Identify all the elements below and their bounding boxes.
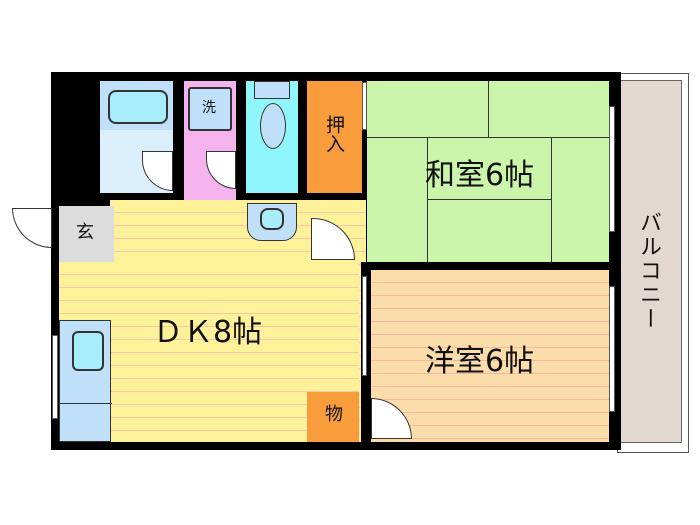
dk-label: ＤＫ8帖 bbox=[153, 315, 263, 350]
oshiire-closet: 押入 bbox=[307, 81, 362, 193]
tatami-line bbox=[367, 137, 609, 138]
entrance-door-icon bbox=[12, 208, 52, 248]
washer-room: 洗 bbox=[184, 81, 236, 200]
door-swing-icon bbox=[206, 151, 236, 189]
bath-room bbox=[100, 81, 173, 193]
washer-icon: 洗 bbox=[188, 87, 232, 131]
toilet-bowl-icon bbox=[260, 103, 286, 149]
genkan: 玄 bbox=[59, 206, 114, 262]
window bbox=[609, 106, 615, 232]
window bbox=[362, 82, 367, 130]
oshiire-label: 押入 bbox=[323, 115, 345, 153]
storage-closet: 物 bbox=[307, 392, 359, 442]
toilet-room bbox=[246, 81, 298, 193]
window bbox=[609, 286, 615, 412]
yoshitsu-label: 洋室6帖 bbox=[425, 344, 535, 379]
tatami-line bbox=[488, 81, 489, 137]
kitchen-counter bbox=[59, 320, 112, 442]
kitchen-sink-icon bbox=[72, 331, 104, 371]
window bbox=[52, 335, 58, 419]
bathtub-icon bbox=[108, 90, 168, 124]
genkan-label: 玄 bbox=[76, 222, 94, 243]
washitsu-room: 和室6帖 bbox=[367, 81, 609, 262]
tatami-line bbox=[551, 137, 552, 262]
washitsu-label: 和室6帖 bbox=[425, 158, 535, 193]
balcony: バルコニー bbox=[620, 80, 682, 443]
balcony-label: バルコニー bbox=[636, 211, 661, 331]
yoshitsu-room: 洋室6帖 bbox=[371, 270, 609, 442]
storage-label: 物 bbox=[325, 404, 343, 425]
washer-label: 洗 bbox=[202, 100, 216, 116]
sink-icon bbox=[247, 203, 297, 241]
sink-basin-icon bbox=[260, 208, 284, 230]
door-swing-icon bbox=[371, 398, 412, 439]
tatami-line bbox=[427, 199, 551, 200]
window bbox=[362, 276, 367, 376]
counter-divider bbox=[60, 403, 112, 404]
toilet-tank-icon bbox=[254, 81, 290, 99]
door-swing-icon bbox=[142, 151, 173, 191]
